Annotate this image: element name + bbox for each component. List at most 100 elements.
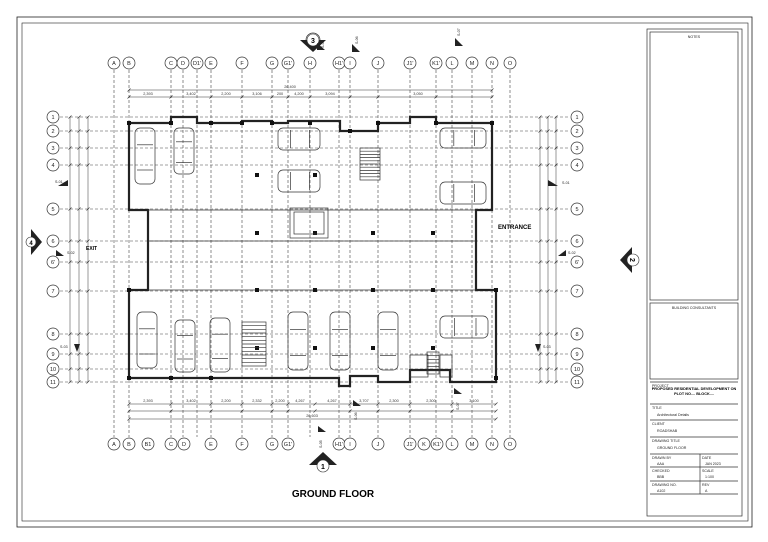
grid-bubble-right [570,124,584,138]
car-body [439,181,487,205]
column [313,231,317,235]
dimension-tick [68,129,72,133]
grid-bubble-left [46,255,60,269]
dimension-tick [538,380,542,384]
dim-top-segment: 2,393 [143,92,153,96]
floor-plan [127,115,498,388]
dimension-tick [68,352,72,356]
parked-car [134,127,156,185]
dimension-tick [169,95,173,99]
dimension-tick [348,409,352,413]
column [169,121,173,125]
grid-bubble-right-label: 2 [575,129,578,135]
dimension-tick [68,207,72,211]
dimension-tick [538,239,542,243]
dimension-tick [546,289,550,293]
grid-bubble-left [46,284,60,298]
dimension-tick [68,260,72,264]
dimension-tick [209,95,213,99]
section-label-s07-bottom: S-07 [456,402,460,410]
grid-bubble-top-label: N [490,61,494,67]
column [371,346,375,350]
grid-bubble-right [570,255,584,269]
column [376,121,380,125]
grid-bubble-top-label: K1' [432,61,440,67]
grid-bubble-bottom [265,437,279,451]
section-marker-right-label: 2 [628,258,635,262]
section-label-s02-right: S-02 [568,251,576,255]
column [313,346,317,350]
dimension-tick [348,95,352,99]
dimension-tick [68,115,72,119]
grid-bubble-left [46,375,60,389]
dim-bottom-segment: 3,100 [469,399,479,403]
dim-bottom-segment: 4,267 [295,399,305,403]
grid-bubble-left-label: 7 [51,289,54,295]
column [434,121,438,125]
title-block: NOTES BUILDING CONSULTANTS PROJECT PROPO… [646,28,743,517]
grid-bubble-top-label: O [508,61,513,67]
car-body [174,319,196,373]
grid-bubble-left [46,124,60,138]
grid-bubble-top [176,56,190,70]
grid-bubble-left-label: 2 [51,129,54,135]
dimension-tick [209,409,213,413]
dim-bottom-segment: 2,300 [426,399,436,403]
grid-bubble-bottom-label: G1' [284,442,292,448]
grid-bubble-top [429,56,443,70]
grid-bubble-top-label: C [169,61,173,67]
grid-bubble-top [303,56,317,70]
dimension-tick [313,402,317,406]
grid-bubble-bottom [235,437,249,451]
dimension-tick [286,95,290,99]
section-label-s01-right: S-01 [562,181,570,185]
grid-bubble-bottom-label: D [182,442,186,448]
grid-bubble-right [570,284,584,298]
dimension-tick [127,417,131,421]
dimension-tick [494,402,498,406]
dimension-tick [77,115,81,119]
dimension-tick [77,332,81,336]
section-label-s05: S-05 [321,40,325,48]
grid-bubble-bottom [503,437,517,451]
grid-bubble-top-label: H1' [335,61,343,67]
grid-bubble-left [46,202,60,216]
dimension-tick [240,409,244,413]
grid-bubble-right [570,327,584,341]
dim-bottom-segment: 2,393 [143,399,153,403]
dimension-tick [408,402,412,406]
dim-top-segment: 3,106 [252,92,262,96]
grid-bubble-left-label: 6 [51,239,54,245]
grid-bubble-top-label: L [450,61,453,67]
grid-bubble-top [465,56,479,70]
grid-bubble-bottom-label: H1' [335,442,343,448]
dimension-tick [538,115,542,119]
parked-car [209,317,231,373]
dimension-tick [554,367,558,371]
grid-bubble-top [204,56,218,70]
grid-bubble-bottom [445,437,459,451]
dim-top-segment: 3,094 [325,92,335,96]
car-body [209,317,231,373]
grid-bubble-right [570,362,584,376]
dimension-tick [68,146,72,150]
dimension-tick [270,95,274,99]
dimension-tick [270,402,274,406]
grid-bubble-right-label: 4 [575,163,578,169]
car-body [439,127,487,149]
grid-bubble-left-label: 5 [51,207,54,213]
grid-bubble-bottom [204,437,218,451]
dim-bottom-segment: 2,200 [275,399,285,403]
car-body [329,311,351,371]
grid-bubble-top-label: G [270,61,274,67]
grid-bubble-bottom-label: A [112,442,116,448]
column [127,376,131,380]
dimension-tick [86,115,90,119]
section-label-s07: S-07 [457,28,461,36]
dimension-tick [286,402,290,406]
grid-bubble-bottom-label: L [450,442,453,448]
staircase [426,351,440,375]
drawing-no-value: A102 [657,489,665,493]
